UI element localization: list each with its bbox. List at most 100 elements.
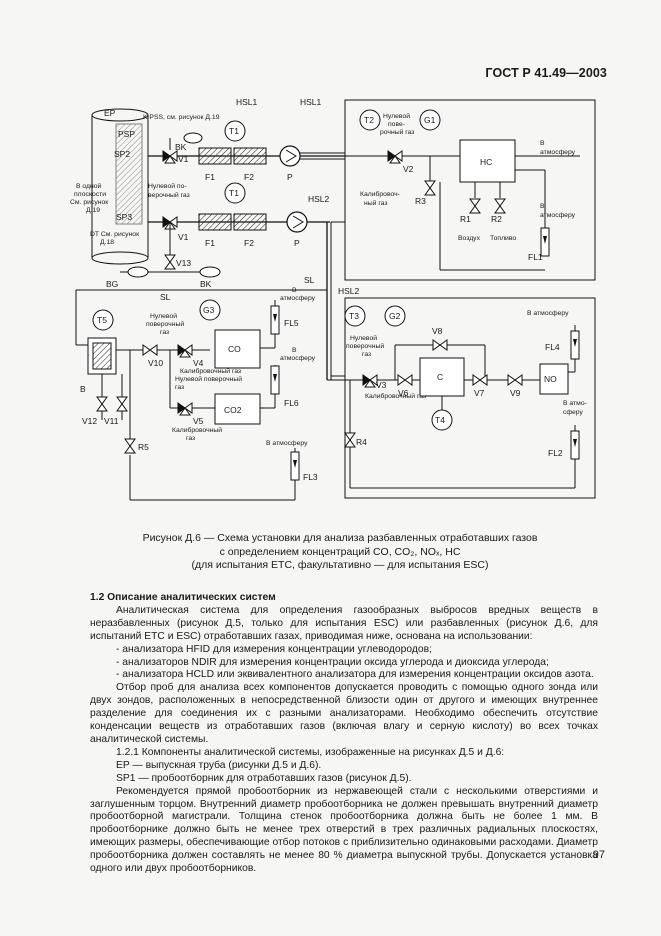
label-sp2: SP2 xyxy=(114,149,130,159)
label-bk-bottom: BK xyxy=(200,279,212,289)
label-psp: PSP xyxy=(118,129,135,139)
label-hc: HC xyxy=(480,157,492,167)
label-v8: V8 xyxy=(432,326,443,336)
hsl2-line: V1 F1 F2 P T1 HSL2 V13 BG BK HSL2 xyxy=(106,182,360,380)
label-bg: BG xyxy=(106,279,118,289)
label-p-top: P xyxy=(287,172,293,182)
label-fuel: Топливо xyxy=(490,235,516,242)
label-r2: R2 xyxy=(491,214,502,224)
label-sl-b: SL xyxy=(304,275,315,285)
label-c: C xyxy=(437,372,443,382)
paragraph-2: Отбор проб для анализа всех компонентов … xyxy=(90,682,598,745)
label-v10: V10 xyxy=(148,358,163,368)
label-v4: V4 xyxy=(193,358,204,368)
label-fl5: FL5 xyxy=(284,318,299,328)
label-v11: V11 xyxy=(104,416,119,426)
label-v5: V5 xyxy=(193,416,204,426)
list-item: - анализатора HCLD или эквивалентного ан… xyxy=(116,669,594,681)
label-fl2: FL2 xyxy=(548,448,563,458)
label-co2: CO2 xyxy=(224,405,242,415)
label-r5: R5 xyxy=(138,442,149,452)
label-f1-top: F1 xyxy=(205,172,215,182)
sl-line: SL SL xyxy=(75,275,327,345)
label-v9: V9 xyxy=(510,388,521,398)
label-v13: V13 xyxy=(176,258,191,268)
svg-text:Калибровочный газ: Калибровочный газ xyxy=(180,367,241,375)
label-hsl2-a: HSL2 xyxy=(308,194,330,204)
label-g3: G3 xyxy=(203,305,215,315)
zero-gas-top: Нулевой по-верочный газ xyxy=(148,182,190,199)
svg-text:В атмо-сферу: В атмо-сферу xyxy=(563,400,587,416)
label-co: CO xyxy=(228,344,241,354)
label-atm-fl4: В атмосферу xyxy=(527,310,569,317)
label-r1: R1 xyxy=(460,214,471,224)
page-number: 97 xyxy=(592,849,605,861)
caption-line-3: (для испытания ETC, факультативно — для … xyxy=(191,559,489,571)
list-item: - анализатора HFID для измерения концент… xyxy=(116,643,432,655)
label-cal-v3: Калибровочный газ xyxy=(365,392,426,400)
label-v7: V7 xyxy=(474,388,485,398)
label-f1-bottom: F1 xyxy=(205,238,215,248)
label-v1-bottom: V1 xyxy=(178,232,189,242)
label-t2: T2 xyxy=(364,115,374,125)
label-g2: G2 xyxy=(389,311,401,321)
caption-line-1: Рисунок Д.6 — Схема установки для анализ… xyxy=(142,532,538,544)
label-v6: V6 xyxy=(398,388,409,398)
figure-caption: Рисунок Д.6 — Схема установки для анализ… xyxy=(60,532,620,573)
label-v1-top: V1 xyxy=(178,154,189,164)
label-f2-top: F2 xyxy=(244,172,254,182)
label-g1: G1 xyxy=(424,115,436,125)
label-hsl1-b: HSL1 xyxy=(300,97,322,107)
label-hsl1-a: HSL1 xyxy=(236,97,258,107)
label-t5: T5 xyxy=(97,315,107,325)
paragraph-6: Рекомендуется прямой пробоотборник из не… xyxy=(90,785,598,875)
label-no: NO xyxy=(544,374,557,384)
label-air: Воздух xyxy=(458,235,481,242)
label-v3: V3 xyxy=(376,380,387,390)
label-r4: R4 xyxy=(356,437,367,447)
label-v2: V2 xyxy=(403,164,414,174)
label-sp3: SP3 xyxy=(116,212,132,222)
label-v12: V12 xyxy=(82,416,97,426)
label-sl-a: SL xyxy=(160,292,171,302)
label-fl4: FL4 xyxy=(545,342,560,352)
label-t1-bottom: T1 xyxy=(229,188,239,198)
label-t1-top: T1 xyxy=(229,126,239,136)
caption-line-2: с определением концентраций CO, CO₂, NOₓ… xyxy=(219,545,461,558)
paragraph-1: Аналитическая система для определения га… xyxy=(90,604,598,642)
label-bk-top: BK xyxy=(175,142,187,152)
label-hsl2-b: HSL2 xyxy=(338,286,360,296)
label-f2-bottom: F2 xyxy=(244,238,254,248)
label-t4: T4 xyxy=(435,415,445,425)
label-p-bottom: P xyxy=(294,238,300,248)
paragraph-3: 1.2.1 Компоненты аналитической системы, … xyxy=(116,746,505,758)
label-t3: T3 xyxy=(349,311,359,321)
label-fl1: FL1 xyxy=(528,252,543,262)
section-title: 1.2 Описание аналитических систем xyxy=(90,592,276,603)
paragraph-5: SP1 — пробоотборник для отработавших газ… xyxy=(116,772,412,784)
svg-text:Калибровоч-ный газ: Калибровоч-ный газ xyxy=(360,190,400,207)
label-r3: R3 xyxy=(415,196,426,206)
paragraph-4: EP — выпускная труба (рисунки Д.5 и Д.6)… xyxy=(116,759,322,771)
label-fl3: FL3 xyxy=(303,472,318,482)
label-ep: EP xyxy=(104,108,116,118)
label-kpss: K PSS, см. рисунок Д.19 xyxy=(143,114,220,121)
list-item: - анализаторов NDIR для измерения концен… xyxy=(116,656,549,668)
body-text: 1.2 Описание аналитических систем Аналит… xyxy=(90,592,598,876)
label-atm-fl3: В атмосферу xyxy=(266,440,308,447)
